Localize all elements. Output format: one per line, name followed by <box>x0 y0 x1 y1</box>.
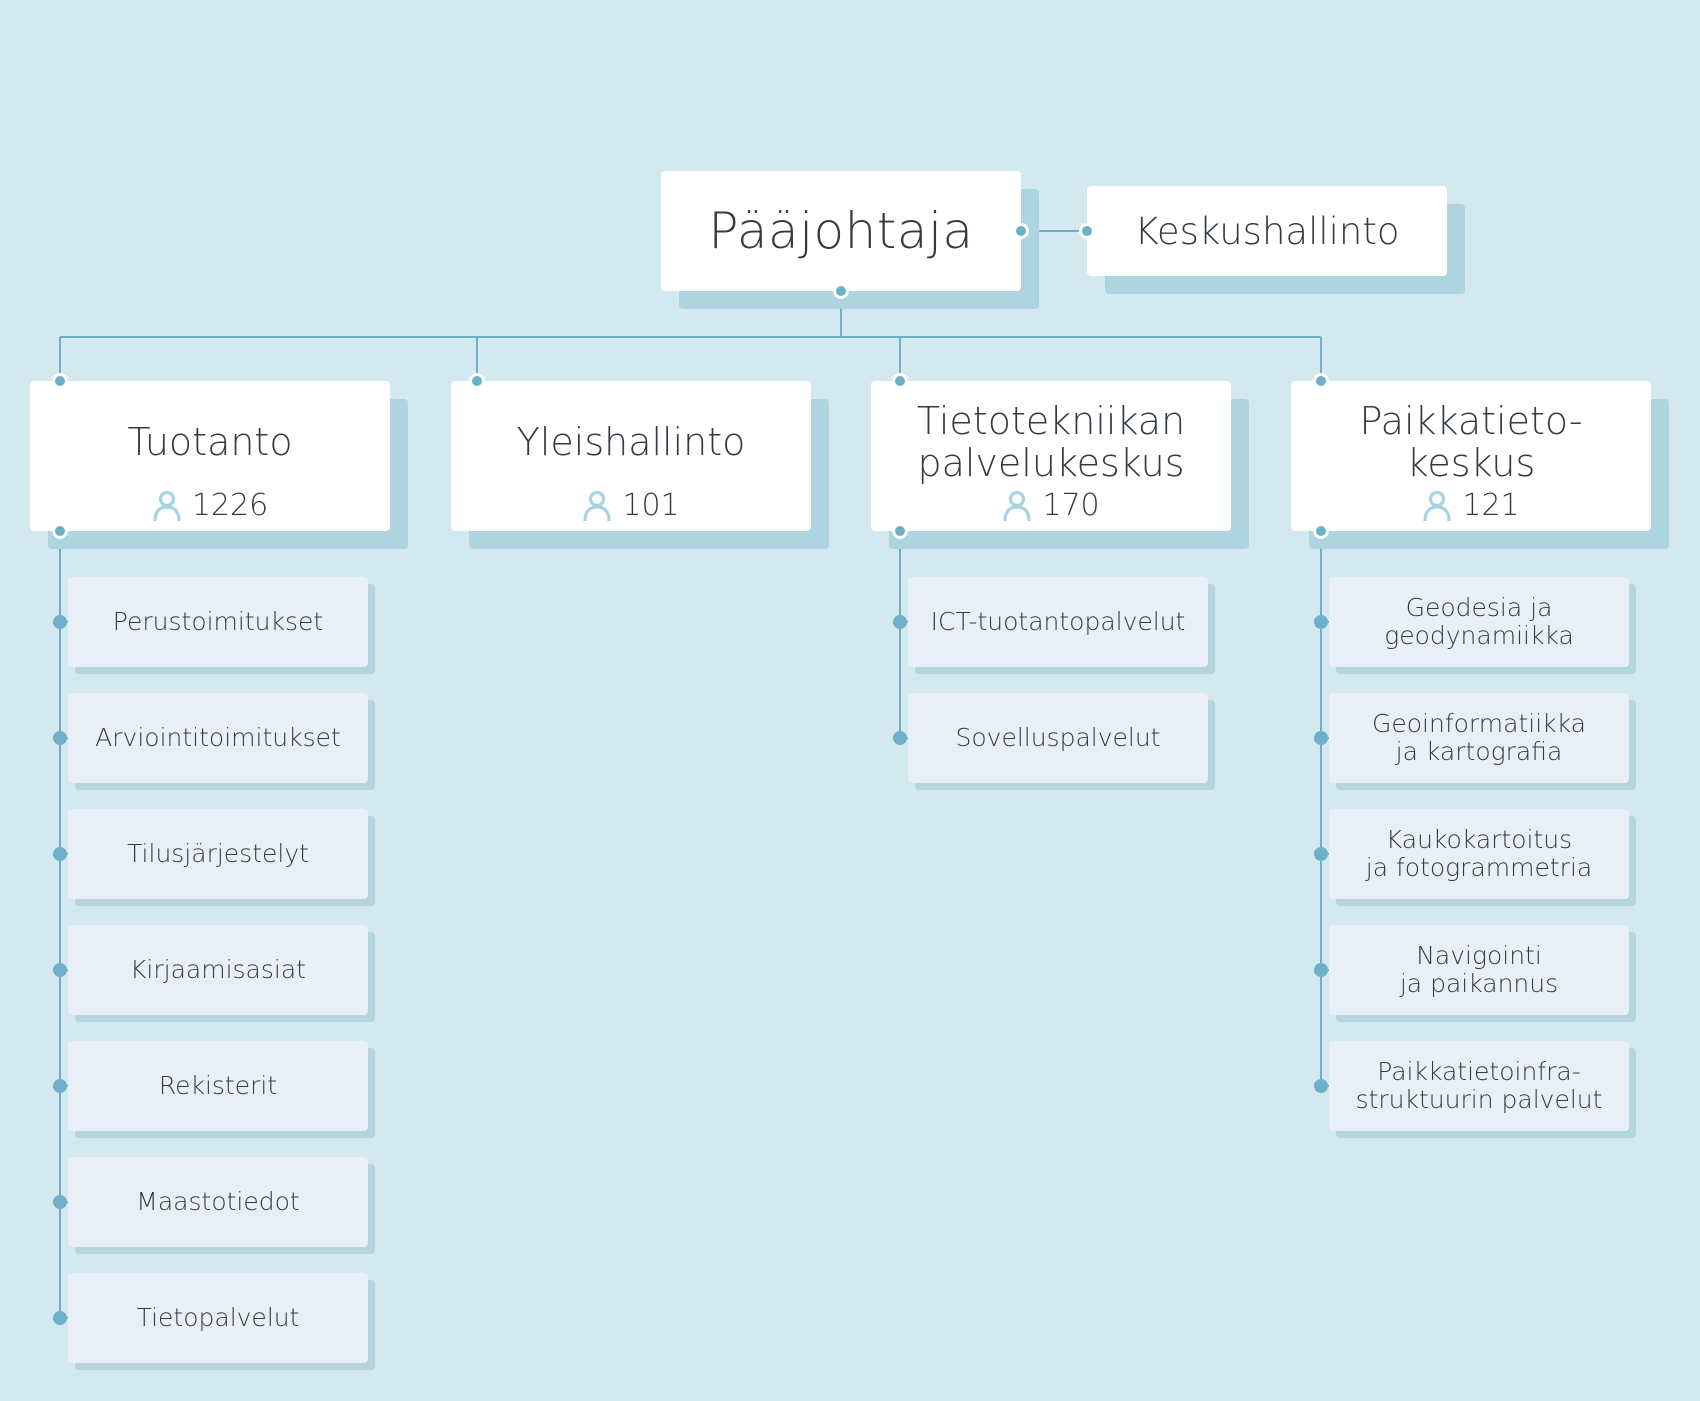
unit-title: Paikkatieto-keskus <box>1359 399 1583 485</box>
person-icon <box>152 490 182 522</box>
connector-dot <box>52 523 68 539</box>
subunit-tilusjarjestelyt: Tilusjärjestelyt <box>68 809 368 899</box>
person-icon <box>582 490 612 522</box>
connector-dot <box>1314 963 1328 977</box>
connector-dot <box>1314 615 1328 629</box>
subunit-kaukokartoitus: Kaukokartoitus ja fotogrammetria <box>1329 809 1629 899</box>
connector-dot <box>892 523 908 539</box>
person-icon <box>1002 490 1032 522</box>
director-box: Pääjohtaja <box>661 171 1021 291</box>
subunit-navigointi: Navigointi ja paikannus <box>1329 925 1629 1015</box>
central-administration-title: Keskushallinto <box>1134 209 1400 253</box>
subunit-ict-tuotantopalvelut: ICT-tuotantopalvelut <box>908 577 1208 667</box>
connector-dot <box>1314 1079 1328 1093</box>
staff-count: 1226 <box>152 489 268 523</box>
subunit-arviointitoimitukset: Arviointitoimitukset <box>68 693 368 783</box>
unit-box-paikkatietokeskus: Paikkatieto-keskus 121 <box>1291 381 1651 531</box>
subunit-kirjaamisasiat: Kirjaamisasiat <box>68 925 368 1015</box>
staff-count: 101 <box>582 488 680 523</box>
connector-dot <box>1314 731 1328 745</box>
connector-dot <box>1313 523 1329 539</box>
unit-title: Yleishallinto <box>516 420 746 464</box>
connector-dot <box>53 963 67 977</box>
central-administration-box: Keskushallinto <box>1087 186 1447 276</box>
connector-dot <box>1314 847 1328 861</box>
staff-count-value: 101 <box>622 488 680 523</box>
connector-dot <box>53 1311 67 1325</box>
connector-dot <box>1313 373 1329 389</box>
staff-count: 170 <box>1002 488 1100 523</box>
connector-dot <box>53 1079 67 1093</box>
connector-dot <box>52 373 68 389</box>
subunit-geodesia: Geodesia ja geodynamiikka <box>1329 577 1629 667</box>
unit-title: Tuotanto <box>127 420 293 464</box>
staff-count-value: 121 <box>1462 488 1520 523</box>
subunit-maastotiedot: Maastotiedot <box>68 1157 368 1247</box>
connector-dot <box>893 615 907 629</box>
connector-dot <box>53 847 67 861</box>
subunit-geoinformatiikka: Geoinformatiikka ja kartografia <box>1329 693 1629 783</box>
unit-box-tuotanto: Tuotanto 1226 <box>30 381 390 531</box>
connector-dot <box>833 283 849 299</box>
connector-dot <box>469 373 485 389</box>
person-icon <box>1422 490 1452 522</box>
staff-count-value: 170 <box>1042 488 1100 523</box>
subunit-tietopalvelut: Tietopalvelut <box>68 1273 368 1363</box>
subunit-rekisterit: Rekisterit <box>68 1041 368 1131</box>
subunit-paikkatietoinfrastruktuuri: Paikkatietoinfra- struktuurin palvelut <box>1329 1041 1629 1131</box>
connector-dot <box>53 615 67 629</box>
staff-count-value: 1226 <box>191 488 269 523</box>
connector-dot <box>892 373 908 389</box>
subunit-sovelluspalvelut: Sovelluspalvelut <box>908 693 1208 783</box>
connector-dot <box>53 731 67 745</box>
unit-box-yleishallinto: Yleishallinto 101 <box>451 381 811 531</box>
staff-count: 121 <box>1422 488 1520 523</box>
connector-dot <box>1013 223 1029 239</box>
director-title: Pääjohtaja <box>708 202 974 260</box>
connector-dot <box>53 1195 67 1209</box>
connector-dot <box>1079 223 1095 239</box>
subunit-perustoimitukset: Perustoimitukset <box>68 577 368 667</box>
connector-dot <box>893 731 907 745</box>
